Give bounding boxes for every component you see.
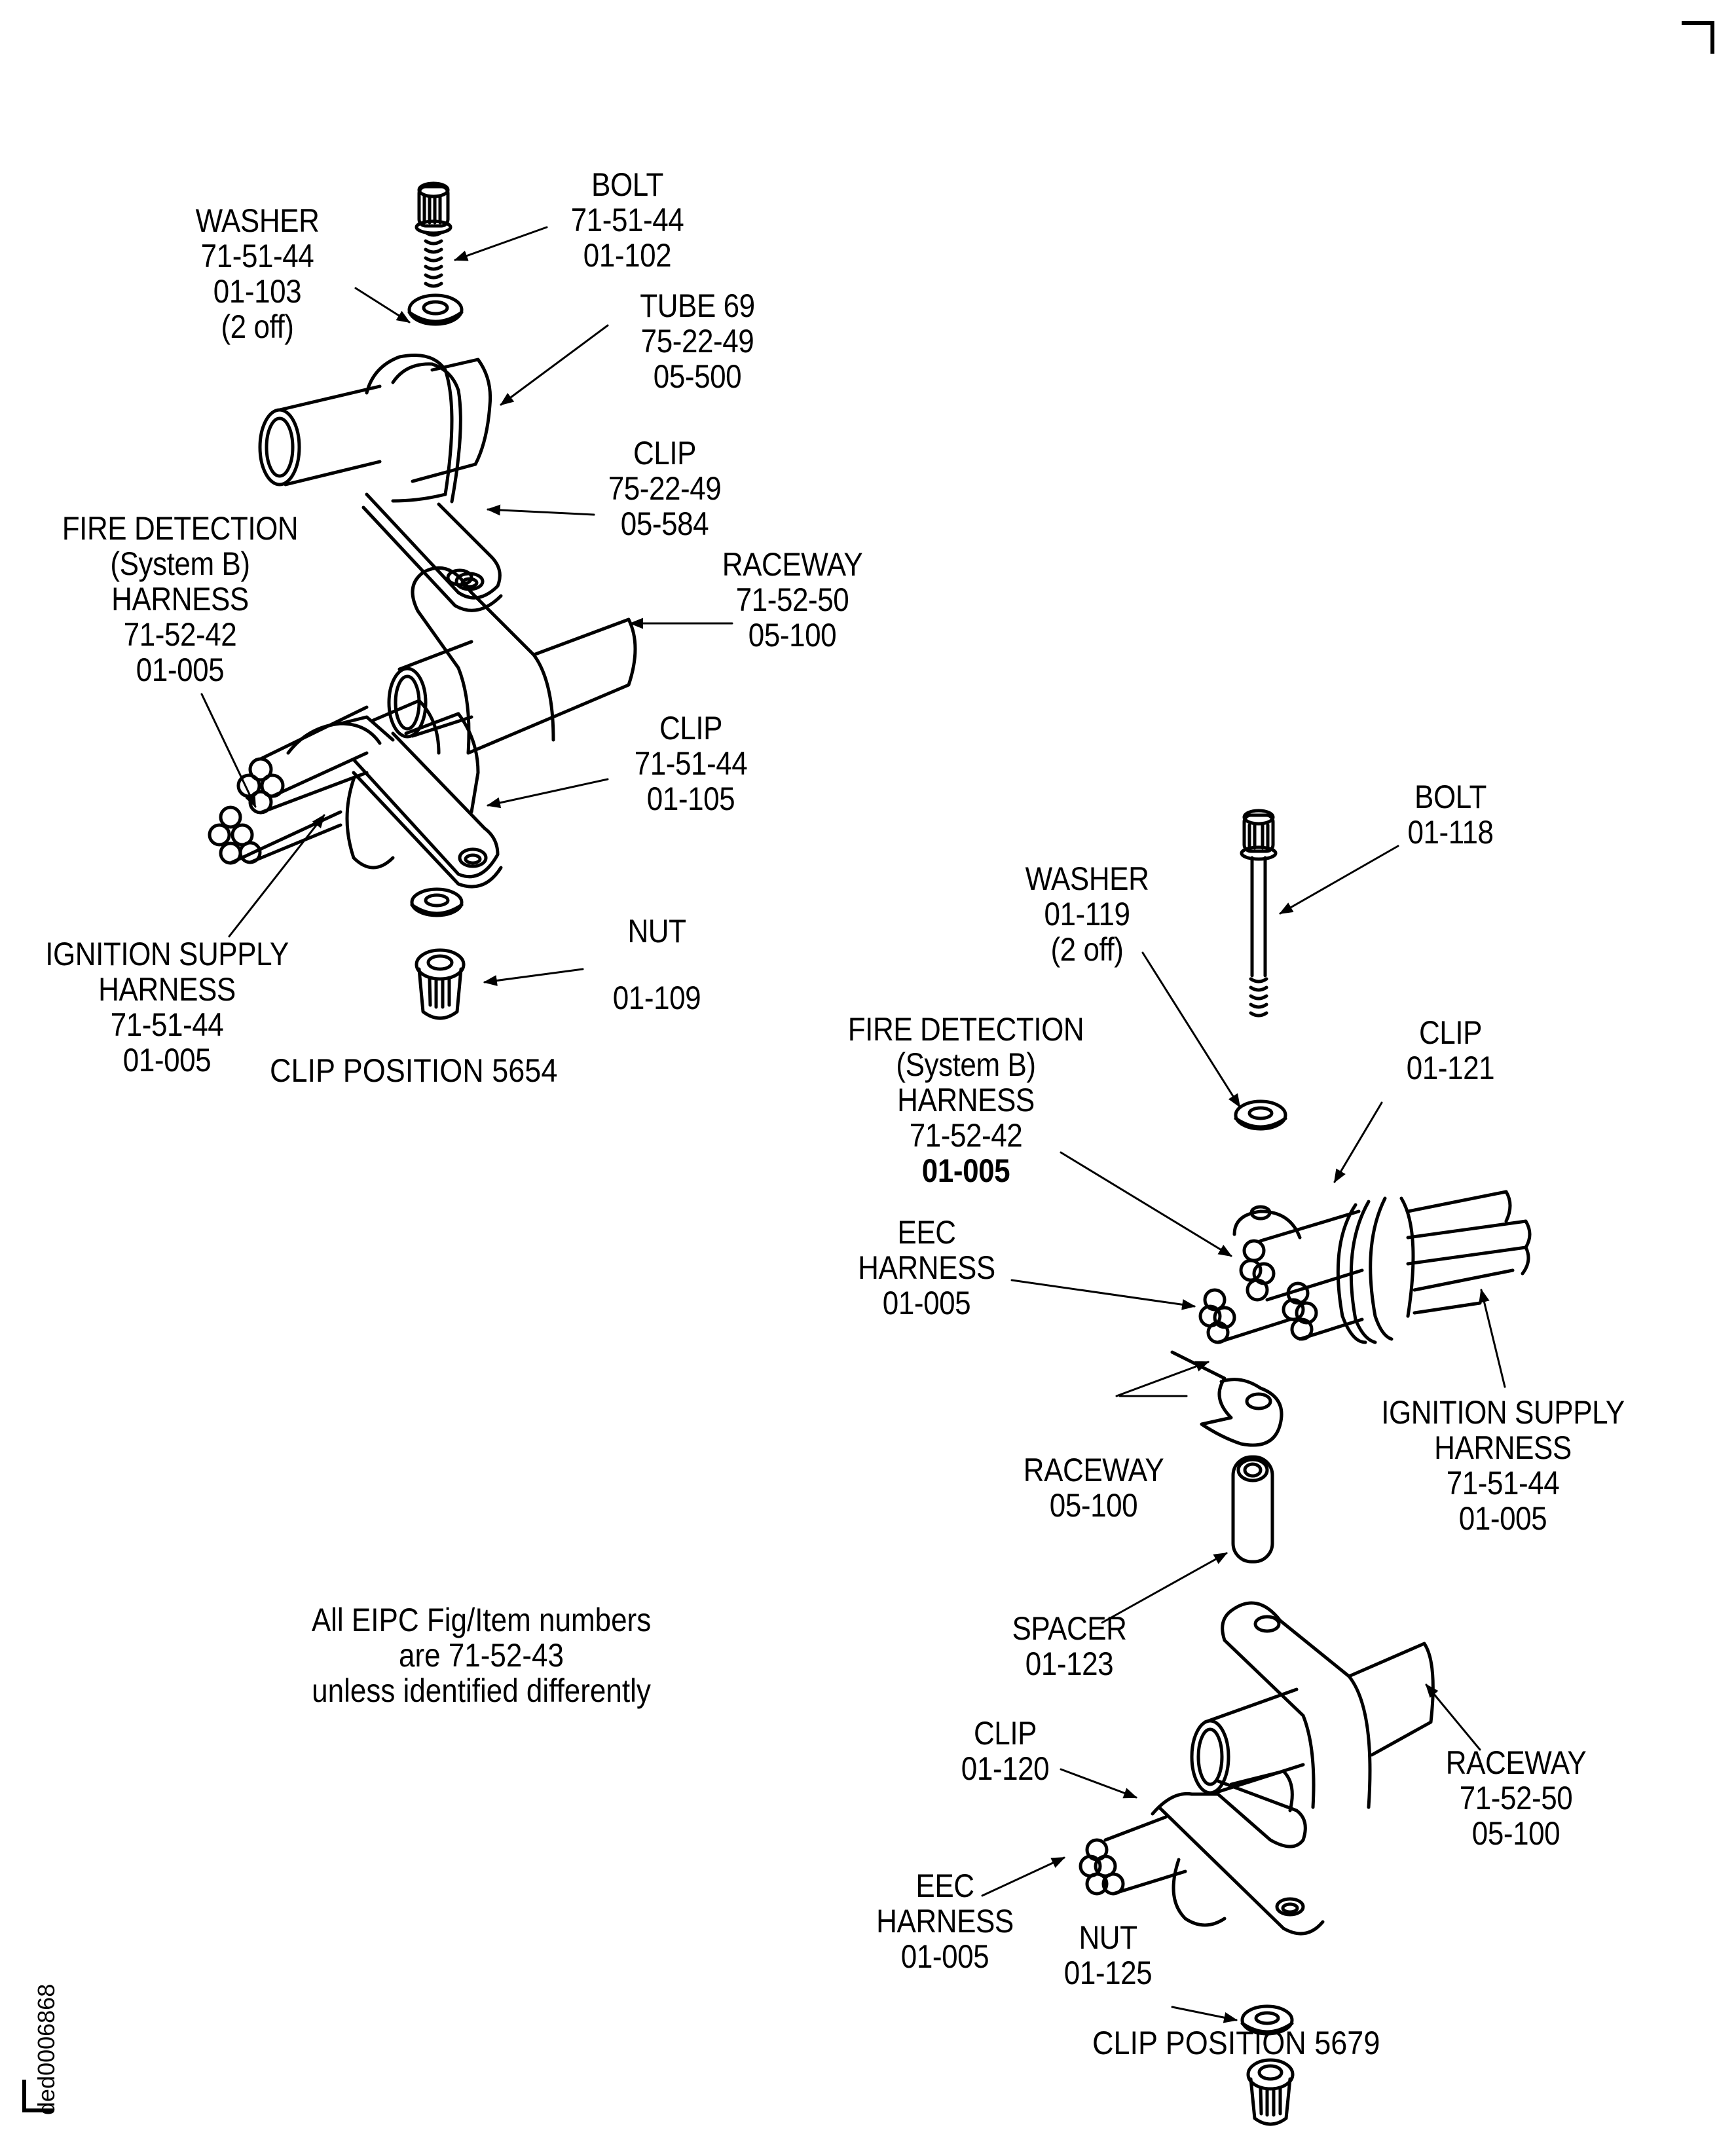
nut-01-125-part — [1246, 2058, 1295, 2126]
nut-01-109-part — [415, 948, 466, 1020]
tube-69-part — [258, 354, 492, 504]
corner-mark-top-right — [1682, 21, 1714, 54]
label-nut-01-125: NUT 01-125 — [1063, 1919, 1153, 1991]
view-5679-parts — [981, 809, 1532, 2126]
caption-clip-position-5679: CLIP POSITION 5679 — [1092, 2025, 1380, 2061]
spacer-01-123-part — [1231, 1455, 1274, 1564]
raceway-lug-05-100-part — [1170, 1350, 1284, 1447]
washer-01-119-lower-part — [1240, 2004, 1294, 2036]
view-5654-parts — [200, 181, 733, 1020]
view-5654-leaders — [200, 226, 733, 986]
bolt-01-102-part — [415, 181, 452, 288]
label-clip-05-584: CLIP 75-22-49 05-584 — [608, 435, 722, 542]
eipc-reference-note: All EIPC Fig/Item numbers are 71-52-43 u… — [311, 1602, 652, 1709]
label-clip-01-121: CLIP 01-121 — [1406, 1014, 1495, 1086]
label-clip-01-120: CLIP 01-120 — [961, 1715, 1050, 1787]
label-raceway-05-100: RACEWAY 05-100 — [1023, 1452, 1164, 1524]
caption-clip-position-5654: CLIP POSITION 5654 — [270, 1052, 558, 1089]
raceway-71-52-50-lower-part — [1190, 1601, 1435, 1809]
label-bolt-01-102: BOLT 71-51-44 01-102 — [570, 166, 684, 274]
label-clip-01-105: CLIP 71-51-44 01-105 — [634, 710, 748, 817]
label-tube-69: TUBE 69 75-22-49 05-500 — [640, 287, 755, 395]
clip-01-120-harness-bundle — [1079, 1769, 1325, 1936]
clip-01-105-harness-bundle — [208, 699, 503, 889]
view-5679-leaders — [981, 845, 1506, 2023]
label-eec-harness-lower: EEC HARNESS 01-005 — [876, 1867, 1014, 1975]
label-raceway-71-52-50-lower: RACEWAY 71-52-50 05-100 — [1445, 1744, 1587, 1852]
label-nut-01-109: NUT 01-109 — [612, 913, 701, 1016]
label-spacer-01-123: SPACER 01-123 — [1012, 1610, 1127, 1682]
label-fire-detection-harness: FIRE DETECTION (System B) HARNESS 71-52-… — [62, 510, 299, 688]
washer-01-103-part — [407, 293, 464, 326]
corner-mark-bottom-left — [22, 2080, 54, 2112]
clip-75-22-49-part — [361, 492, 503, 612]
label-bolt-01-118: BOLT 01-118 — [1407, 779, 1494, 851]
label-ignition-supply-harness-2: IGNITION SUPPLY HARNESS 71-51-44 01-005 — [1381, 1394, 1625, 1537]
label-ignition-supply-harness: IGNITION SUPPLY HARNESS 71-51-44 01-005 — [45, 936, 289, 1078]
label-washer-01-119: WASHER 01-119 (2 off) — [1025, 860, 1149, 968]
clip-01-121-harness-bundle — [1198, 1190, 1532, 1344]
label-washer-01-103: WASHER 71-51-44 01-103 (2 off) — [195, 202, 320, 345]
washer-01-103-second-part — [410, 887, 464, 917]
label-fire-detection-harness-2: FIRE DETECTION (System B) HARNESS 71-52-… — [847, 1011, 1084, 1189]
washer-01-119-part — [1234, 1099, 1287, 1131]
label-raceway-71-52-50: RACEWAY 71-52-50 05-100 — [722, 546, 863, 653]
bolt-01-118-part — [1240, 809, 1278, 1018]
label-eec-harness-upper: EEC HARNESS 01-005 — [858, 1214, 995, 1321]
